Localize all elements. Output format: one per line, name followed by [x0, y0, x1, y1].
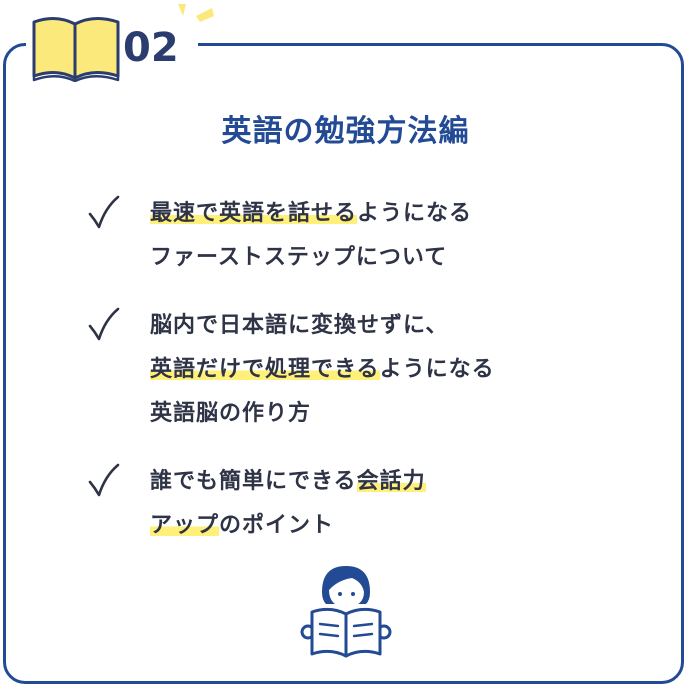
checklist-line: アップのポイント	[150, 504, 620, 548]
checklist-item-text: 脳内で日本語に変換せずに、英語だけで処理できるようになる英語脳の作り方	[150, 304, 620, 436]
checklist-line: 英語脳の作り方	[150, 392, 620, 436]
checklist-line: 誰でも簡単にできる会話力	[150, 460, 620, 504]
checklist-line: ファーストステップについて	[150, 236, 620, 280]
checklist-line: 脳内で日本語に変換せずに、	[150, 304, 620, 348]
checklist-item-text: 最速で英語を話せるようになるファーストステップについて	[150, 192, 620, 280]
text-segment: 誰でも簡単にできる	[150, 469, 357, 494]
person-reading-book-icon	[300, 566, 392, 658]
highlighted-text: 英語だけで処理できる	[150, 357, 380, 382]
highlighted-text: 会話力	[356, 469, 426, 494]
text-segment: のポイント	[219, 513, 335, 538]
checklist-line: 英語だけで処理できるようになる	[150, 348, 620, 392]
text-segment: 脳内で日本語に変換せずに、	[150, 313, 449, 338]
card-title: 英語の勉強方法編	[221, 114, 470, 149]
highlighted-text: アップ	[150, 513, 220, 538]
sparkle-icon	[178, 4, 214, 22]
text-segment: ようになる	[379, 357, 495, 382]
highlighted-text: 最速で英語を話せる	[150, 201, 358, 226]
check-icon	[88, 195, 120, 229]
checklist-line: 最速で英語を話せるようになる	[150, 192, 620, 236]
checklist-item-text: 誰でも簡単にできる会話力アップのポイント	[150, 460, 620, 548]
open-book-icon	[32, 17, 120, 82]
text-segment: 英語脳の作り方	[150, 401, 312, 426]
check-icon	[88, 463, 120, 497]
text-segment: ようになる	[357, 201, 473, 226]
check-icon	[88, 307, 120, 341]
section-number: 02	[123, 25, 179, 71]
text-segment: ファーストステップについて	[150, 245, 448, 270]
